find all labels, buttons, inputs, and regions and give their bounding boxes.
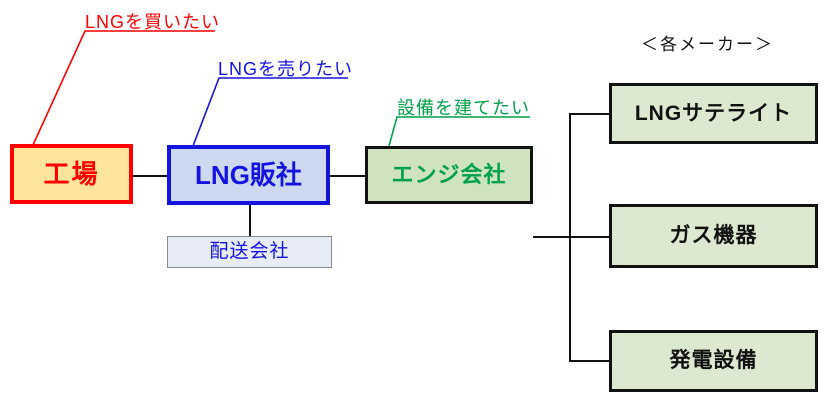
callout-buy-lng: LNGを買いたい bbox=[85, 12, 221, 32]
callout-sell-lng: LNGを売りたい bbox=[218, 59, 354, 79]
makers-section-label: ＜各メーカー＞ bbox=[641, 35, 774, 54]
callout-build-facility: 設備を建てたい bbox=[397, 98, 530, 118]
node-maker-gas-equipment[interactable]: ガス機器 bbox=[609, 204, 818, 268]
node-maker-lng-satellite[interactable]: LNGサテライト bbox=[609, 83, 818, 144]
connector-engineering-to-trunk bbox=[533, 236, 570, 238]
node-engineering-company[interactable]: エンジ会社 bbox=[365, 146, 533, 204]
connector-dealer-to-engineering bbox=[330, 175, 365, 177]
node-lng-dealer[interactable]: LNG販社 bbox=[167, 145, 330, 205]
build-facility-leader bbox=[388, 116, 530, 147]
node-factory[interactable]: 工場 bbox=[10, 144, 133, 204]
sell-lng-leader bbox=[192, 77, 348, 147]
connector-trunk-to-satellite bbox=[569, 113, 610, 115]
buy-lng-leader bbox=[32, 30, 215, 146]
node-maker-power-generation[interactable]: 発電設備 bbox=[609, 330, 818, 392]
node-delivery-company[interactable]: 配送会社 bbox=[167, 236, 332, 268]
connector-dealer-to-delivery bbox=[249, 205, 251, 236]
connector-factory-to-dealer bbox=[133, 175, 167, 177]
connector-trunk-to-power-generation bbox=[569, 360, 610, 362]
connector-trunk-to-gas-equipment bbox=[569, 236, 610, 238]
